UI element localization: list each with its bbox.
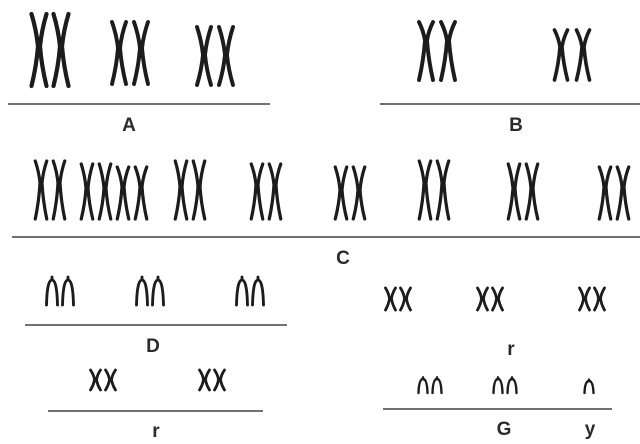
chromosome-c8-right (524, 162, 540, 221)
chromosome-c9-right (615, 165, 631, 221)
chromosome-a1-right (51, 11, 71, 89)
chromosome-r-upper3-left (578, 286, 591, 312)
group-label-y: y (584, 419, 596, 440)
group-label-b: B (509, 115, 523, 136)
chromosome-c4-right (191, 159, 207, 221)
chromosome-a3-left (195, 25, 213, 87)
group-label-c: C (336, 248, 350, 269)
chromosome-c5-left (249, 162, 265, 221)
chromosome-d3-left (235, 275, 249, 307)
chromosome-d1-right (61, 275, 75, 307)
chromosome-c2-left (79, 162, 95, 221)
chromosome-r-lower1-right (104, 368, 117, 392)
chromosome-b1-right (439, 20, 457, 82)
chromosome-b1-left (417, 20, 435, 82)
chromosome-c2-right (97, 162, 113, 221)
group-label-a: A (122, 115, 136, 136)
chromosome-b2-right (574, 28, 592, 82)
chromosome-a2-left (110, 20, 128, 86)
chromosome-r-upper2-left (476, 286, 489, 312)
chromosome-r-upper1-right (399, 286, 412, 312)
chromosome-d2-right (151, 275, 165, 307)
chromosome-a2-right (132, 20, 150, 86)
group-label-d: D (146, 336, 160, 357)
group-label-g: G (496, 419, 512, 440)
chromosome-r-lower2-right (213, 368, 226, 392)
chromosome-y (583, 378, 595, 395)
chromosome-r-upper1-left (384, 286, 397, 312)
group-label-r-lower: r (152, 421, 160, 442)
chromosome-g2-left (492, 376, 504, 395)
group-label-r-upper: r (507, 339, 515, 360)
chromosome-r-upper3-right (593, 286, 606, 312)
chromosome-r-lower2-left (198, 368, 211, 392)
chromosome-c7-left (417, 159, 433, 221)
chromosome-d3-right (251, 275, 265, 307)
chromosome-c3-right (133, 165, 149, 221)
chromosome-b2-left (552, 28, 570, 82)
chromosome-c8-left (506, 162, 522, 221)
chromosome-c3-left (115, 165, 131, 221)
chromosome-c1-right (51, 159, 67, 221)
chromosome-c6-right (351, 165, 367, 221)
chromosome-d2-left (135, 275, 149, 307)
chromosome-a1-left (29, 11, 49, 89)
chromosome-r-upper2-right (491, 286, 504, 312)
chromosome-c1-left (33, 159, 49, 221)
chromosome-c5-right (267, 162, 283, 221)
chromosome-g2-right (506, 376, 518, 395)
chromosome-c6-left (333, 165, 349, 221)
chromosome-g1-left (417, 376, 429, 395)
chromosome-r-lower1-left (89, 368, 102, 392)
chromosome-c7-right (435, 159, 451, 221)
chromosome-a3-right (217, 25, 235, 87)
chromosome-c4-left (173, 159, 189, 221)
chromosome-c9-left (597, 165, 613, 221)
chromosome-d1-left (45, 275, 59, 307)
chromosome-g1-right (431, 376, 443, 395)
